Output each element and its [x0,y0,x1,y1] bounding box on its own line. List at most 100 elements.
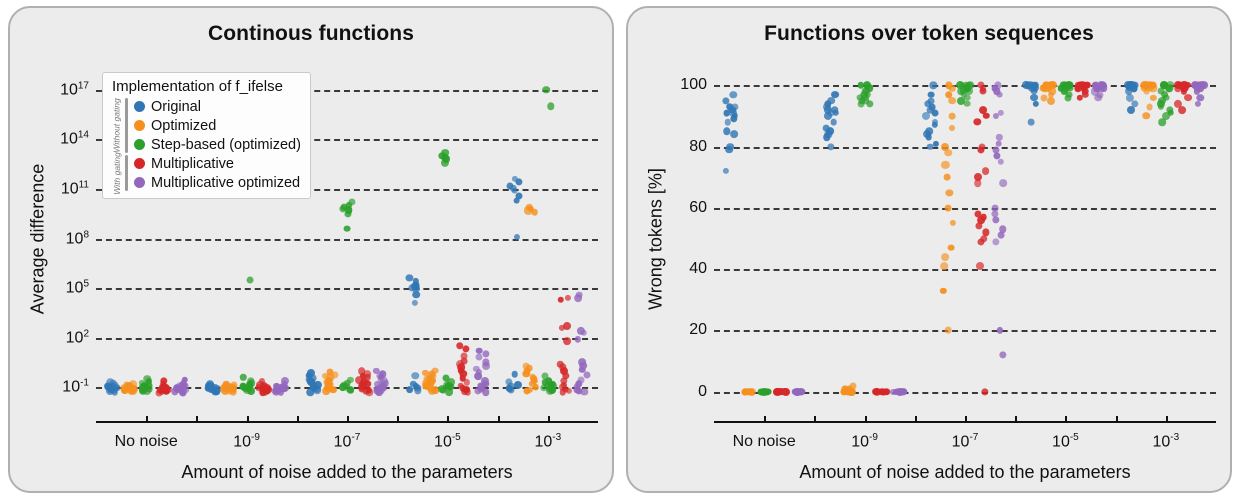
data-point [729,90,738,99]
data-point [364,373,371,381]
data-point [979,87,987,95]
data-point [373,380,380,387]
data-point [948,96,957,105]
data-point [945,90,953,99]
data-point [579,366,586,374]
data-point [411,284,420,293]
data-point [121,385,130,394]
legend-item[interactable]: Multiplicative [134,154,301,173]
data-point [240,374,247,381]
y-axis-tick-label: 105 [65,278,89,297]
data-point [947,244,955,252]
data-point [774,387,782,396]
data-point [1160,90,1169,99]
x-axis-tick [196,416,199,423]
y-axis-tick-label: 100 [680,76,707,94]
data-point [477,381,485,390]
data-point [722,127,731,135]
data-point [422,370,429,377]
data-point [343,225,351,233]
data-point [827,96,835,105]
x-axis-tick [1165,416,1168,423]
data-point [558,324,565,331]
data-point [1042,81,1051,89]
data-point [577,376,585,384]
data-point [998,225,1007,234]
data-point [414,386,422,395]
data-point [1126,85,1133,92]
legend-item-label: Original [151,98,201,115]
y-axis-tick-label: 1017 [60,80,89,99]
data-point [575,387,583,395]
data-point [439,387,447,394]
gridline [714,391,1216,394]
data-point [1157,103,1164,110]
data-point [145,382,153,389]
data-point [1158,118,1166,126]
data-point [314,380,323,389]
data-point [481,388,490,396]
data-point [427,378,435,387]
data-point [925,134,932,141]
data-point [963,100,971,108]
data-point [513,197,520,204]
gridline [714,269,1216,272]
data-point [171,387,179,395]
data-point [923,99,932,108]
data-point [331,371,339,379]
data-point [562,386,570,394]
data-point [1075,85,1082,92]
legend-item[interactable]: Original [134,97,301,116]
x-axis-tick [347,416,349,423]
data-point [559,388,566,396]
data-point [945,188,953,197]
x-axis-tick [547,416,550,423]
data-point [1141,82,1148,89]
data-point [1158,96,1167,105]
legend-item[interactable]: Multiplicative optimized [134,173,301,192]
data-point [162,384,171,393]
x-axis-label: Amount of noise added to the parameters [181,462,513,482]
data-point [822,133,831,142]
data-point [522,370,531,378]
x-axis-tick-label: 10-5 [434,431,461,450]
data-point [926,106,934,114]
data-point [505,378,513,386]
data-point [515,178,523,186]
x-axis-tick [864,416,867,423]
data-point [723,109,730,117]
data-point [927,91,935,98]
data-point [330,387,337,394]
data-point [583,371,591,379]
data-point [1074,82,1081,89]
y-axis-tick-label: 1011 [60,179,89,198]
data-point [1093,84,1102,93]
x-axis-tick-label: 10-7 [333,431,361,450]
y-axis-tick-label: 102 [65,327,89,347]
data-point [722,97,730,105]
plot-area-right: Wrong tokens [%] Amount of noise added t… [646,70,1216,482]
data-point [412,290,420,299]
data-point [1030,93,1039,102]
data-point [830,90,839,99]
data-point [106,378,114,386]
data-point [830,118,837,126]
data-point [482,361,491,370]
legend-item[interactable]: Step-based (optimized) [134,135,301,154]
data-point [977,216,986,225]
data-point [747,388,755,396]
page-title: Continous functions [207,22,415,45]
y-axis-tick-label: 60 [689,198,707,216]
data-point [731,103,739,111]
x-axis-tick [1065,416,1068,423]
legend-group-bar [125,98,128,153]
data-point [309,374,317,382]
legend-box: Implementation of f_ifelse Without gatin… [102,72,311,199]
legend-item-label: Step-based (optimized) [151,136,301,153]
data-point [1048,91,1055,98]
data-point [322,387,331,396]
data-point [973,118,981,126]
legend-item[interactable]: Optimized [134,116,301,135]
